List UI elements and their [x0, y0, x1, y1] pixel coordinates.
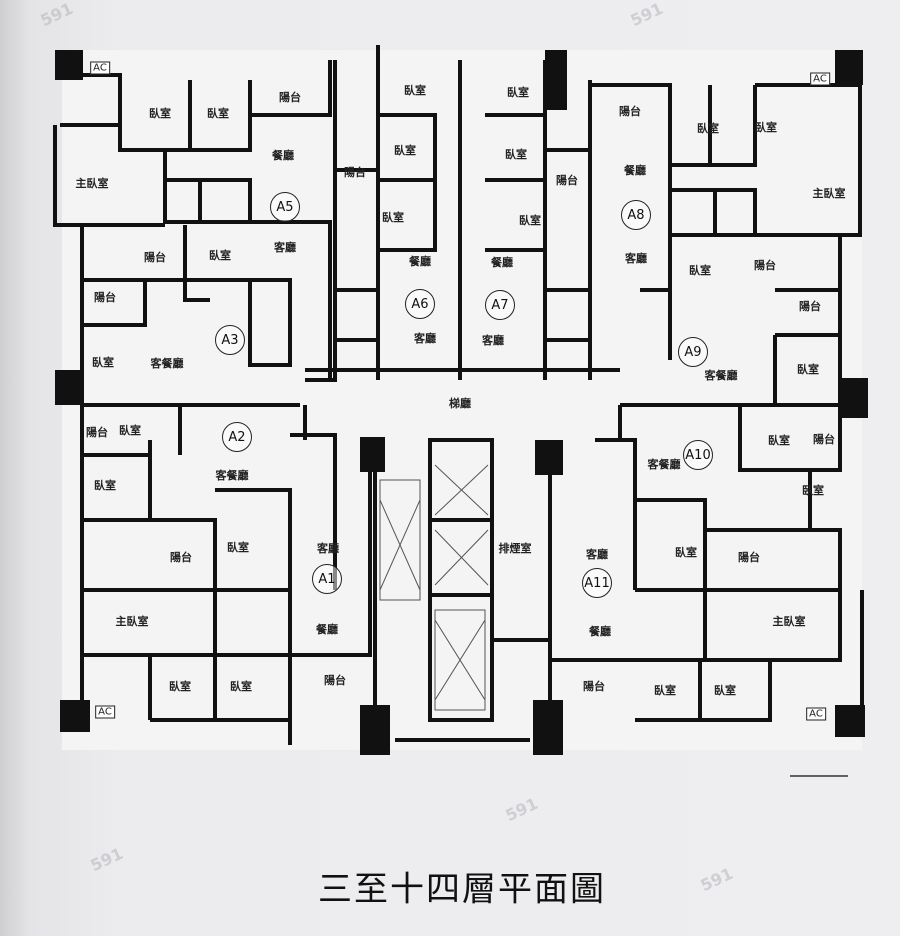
room-label: 臥室	[519, 214, 541, 227]
room-label: 客廳	[317, 542, 339, 555]
unit-a10-badge: A10	[683, 440, 713, 470]
stairs	[379, 464, 489, 711]
unit-a7-badge: A7	[485, 290, 515, 320]
room-label: 陽台	[754, 259, 776, 272]
room-label: 客餐廳	[704, 369, 738, 382]
room-label: 臥室	[768, 434, 790, 447]
room-label: 臥室	[394, 144, 416, 157]
room-label: 主臥室	[115, 615, 149, 628]
room-label: 陽台	[799, 300, 821, 313]
unit-a1-badge: A1	[312, 564, 342, 594]
columns	[55, 50, 868, 755]
room-label: 餐廳	[409, 255, 431, 268]
room-label: 陽台	[344, 166, 366, 179]
ac-label: AC	[90, 61, 110, 75]
room-label: 餐廳	[491, 256, 513, 269]
unit-a6-badge: A6	[405, 289, 435, 319]
room-label: 陽台	[813, 433, 835, 446]
room-label: 臥室	[507, 86, 529, 99]
room-label: 陽台	[324, 674, 346, 687]
room-label: 陽台	[170, 551, 192, 564]
room-label: 客餐廳	[215, 469, 249, 482]
room-label: 主臥室	[772, 615, 806, 628]
room-label: 客廳	[414, 332, 436, 345]
unit-a3-badge: A3	[215, 325, 245, 355]
room-label: 臥室	[209, 249, 231, 262]
room-label: 陽台	[144, 251, 166, 264]
room-label: 客餐廳	[150, 357, 184, 370]
room-label: 客餐廳	[647, 458, 681, 471]
room-label: 臥室	[404, 84, 426, 97]
room-label: 臥室	[802, 484, 824, 497]
room-label: 陽台	[583, 680, 605, 693]
room-label: 臥室	[207, 107, 229, 120]
room-label: 主臥室	[75, 177, 109, 190]
room-label: 臥室	[94, 479, 116, 492]
room-label: 客廳	[586, 548, 608, 561]
room-label: 臥室	[697, 122, 719, 135]
unit-a2-badge: A2	[222, 422, 252, 452]
room-label: 主臥室	[812, 187, 846, 200]
room-label: 臥室	[382, 211, 404, 224]
room-label: 臥室	[92, 356, 114, 369]
room-label: 臥室	[119, 424, 141, 437]
room-label: 臥室	[227, 541, 249, 554]
room-label: 客廳	[274, 241, 296, 254]
room-label: 陽台	[619, 105, 641, 118]
room-label: 臥室	[675, 546, 697, 559]
room-label: 餐廳	[272, 149, 294, 162]
room-label: 餐廳	[624, 164, 646, 177]
room-label: 客廳	[625, 252, 647, 265]
room-label: 陽台	[279, 91, 301, 104]
unit-a9-badge: A9	[678, 337, 708, 367]
room-label: 臥室	[755, 121, 777, 134]
room-label: 陽台	[738, 551, 760, 564]
room-label: 臥室	[797, 363, 819, 376]
unit-a8-badge: A8	[621, 200, 651, 230]
ac-label: AC	[95, 705, 115, 719]
room-label: 臥室	[169, 680, 191, 693]
room-label: 陽台	[86, 426, 108, 439]
room-label: 陽台	[94, 291, 116, 304]
room-label: 臥室	[149, 107, 171, 120]
room-label: 餐廳	[589, 625, 611, 638]
room-label: 臥室	[505, 148, 527, 161]
room-label: 臥室	[689, 264, 711, 277]
unit-a11-badge: A11	[582, 568, 612, 598]
smoke-room-label: 排煙室	[498, 542, 532, 555]
room-label: 臥室	[654, 684, 676, 697]
room-label: 臥室	[714, 684, 736, 697]
unit-a5-badge: A5	[270, 192, 300, 222]
plan-title: 三至十四層平面圖	[318, 869, 606, 910]
lobby-label: 梯廳	[449, 397, 471, 410]
ac-label: AC	[806, 707, 826, 721]
room-label: 臥室	[230, 680, 252, 693]
room-label: 餐廳	[316, 623, 338, 636]
room-label: 陽台	[556, 174, 578, 187]
room-label: 客廳	[482, 334, 504, 347]
ac-label: AC	[810, 72, 830, 86]
